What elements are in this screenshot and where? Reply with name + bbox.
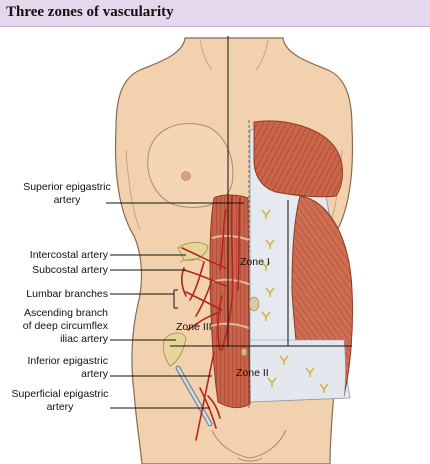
label-ascending-branch: Ascending branch of deep circumflex ilia…: [8, 307, 108, 346]
oblique-muscle-upper: [253, 120, 343, 198]
figure-title: Three zones of vascularity: [6, 4, 174, 20]
label-inferior-epigastric-line1: Inferior epigastric: [27, 355, 108, 367]
label-intercostal-artery: Intercostal artery: [29, 249, 108, 261]
label-superior-epigastric-line2: artery: [53, 194, 81, 206]
label-superficial-epigastric: Superficial epigastric artery: [4, 388, 116, 414]
label-superficial-epigastric-line1: Superficial epigastric: [11, 388, 109, 400]
title-bar: Three zones of vascularity: [0, 0, 430, 27]
left-breast: [147, 123, 234, 208]
label-superior-epigastric-line1: Superior epigastric: [23, 181, 111, 193]
label-inferior-epigastric: Inferior epigastric artery: [8, 355, 108, 381]
zone-2-label: Zone II: [236, 367, 269, 379]
perforator-marks: [261, 209, 329, 393]
label-ascending-line3: iliac artery: [60, 333, 108, 345]
label-lumbar-branches: Lumbar branches: [26, 288, 108, 300]
label-superior-epigastric: Superior epigastric artery: [20, 181, 114, 207]
label-superficial-epigastric-line2: artery: [46, 401, 74, 413]
label-ascending-line2: of deep circumflex: [22, 320, 108, 332]
label-inferior-epigastric-line2: artery: [81, 368, 108, 380]
arteries: [181, 195, 241, 441]
zone-3-label: Zone III: [176, 321, 212, 333]
label-ascending-line1: Ascending branch: [23, 307, 108, 319]
zone-1-label: Zone I: [240, 256, 270, 268]
rectus-abdominis: [209, 194, 251, 409]
leader-lines: [106, 202, 244, 409]
label-subcostal-artery: Subcostal artery: [32, 264, 108, 276]
zone-boundaries: [170, 36, 352, 347]
